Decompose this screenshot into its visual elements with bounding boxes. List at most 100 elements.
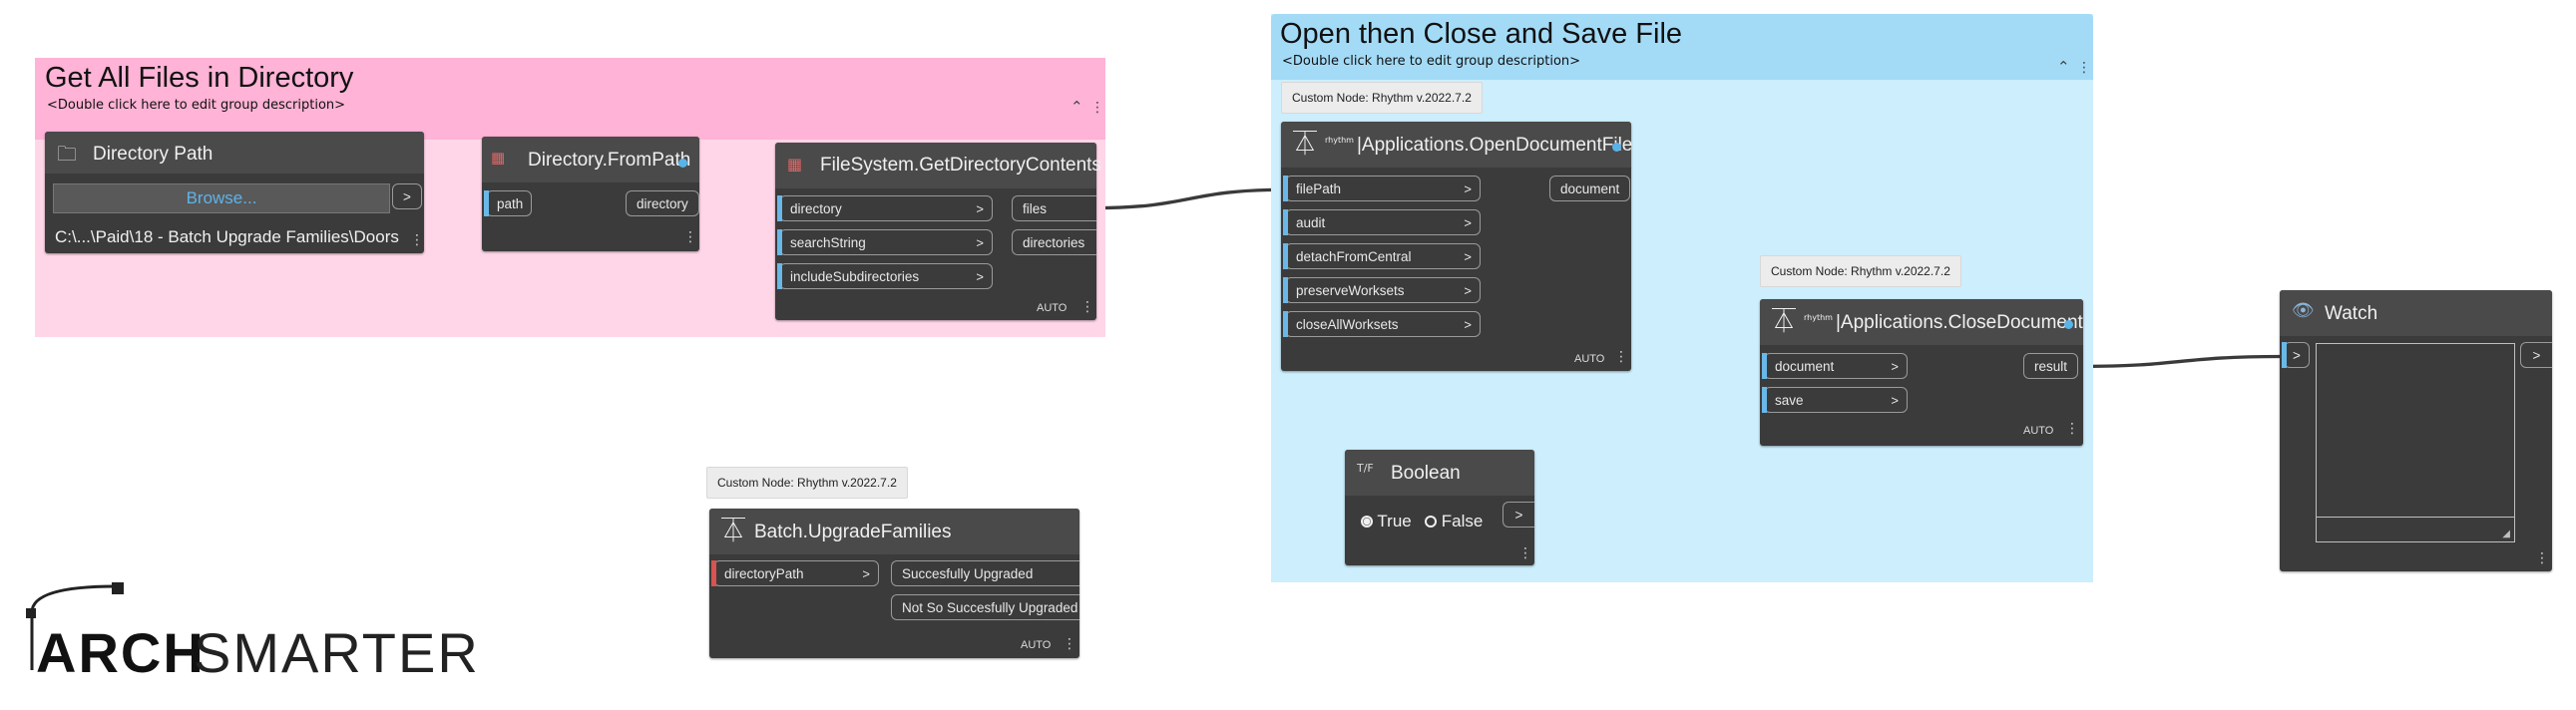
input-port-filepath[interactable]: filePath >: [1283, 176, 1481, 201]
output-port[interactable]: >: [392, 183, 422, 209]
output-port[interactable]: >: [1503, 502, 1534, 528]
eye-icon: 👁: [2292, 300, 2315, 321]
node-menu-icon[interactable]: ⋮: [2535, 550, 2549, 566]
port-label: searchString: [790, 235, 866, 250]
folder-icon: 🗀: [57, 142, 77, 166]
output-port-directory[interactable]: directory: [626, 190, 699, 216]
input-port-includesubdirectories[interactable]: includeSubdirectories >: [777, 263, 993, 289]
output-port-not-so-succesfully-upgraded[interactable]: Not So Succesfully Upgraded: [891, 594, 1079, 620]
node-batch-upgrade-families[interactable]: ⏄ Batch.UpgradeFamilies directoryPath> S…: [709, 509, 1079, 658]
group-title[interactable]: Open then Close and Save File: [1280, 18, 1683, 50]
node-title: Batch.UpgradeFamilies: [754, 522, 952, 542]
node-title: |Applications.CloseDocument: [1836, 312, 2083, 333]
node-header[interactable]: [1345, 450, 1534, 496]
port-label: save: [1775, 393, 1804, 408]
node-header[interactable]: [482, 137, 699, 182]
archsmarter-logo: ARCH SMARTER: [24, 582, 478, 684]
output-port-succesfully-upgraded[interactable]: Succesfully Upgraded: [891, 560, 1079, 586]
chevron-right-icon: >: [1464, 181, 1472, 196]
node-boolean[interactable]: T/F Boolean True False > ⋮: [1345, 450, 1534, 565]
node-header[interactable]: [709, 509, 1079, 554]
node-menu-icon[interactable]: ⋮: [1518, 545, 1532, 561]
chevron-right-icon: >: [862, 566, 870, 581]
node-menu-icon[interactable]: ⋮: [410, 232, 424, 248]
port-label: directory: [637, 196, 688, 211]
node-title: |Applications.OpenDocumentFile: [1357, 135, 1633, 156]
input-port-audit[interactable]: audit>: [1283, 209, 1481, 235]
run-mode-label: AUTO: [1021, 639, 1052, 651]
false-label: False: [1441, 512, 1484, 531]
input-port-closeallworksets[interactable]: closeAllWorksets>: [1283, 311, 1481, 337]
port-label: document: [1775, 359, 1835, 374]
node-header[interactable]: [1760, 299, 2083, 345]
output-port[interactable]: >: [2520, 342, 2552, 368]
input-port[interactable]: >: [2282, 342, 2310, 368]
watch-display-area[interactable]: ◢: [2316, 343, 2515, 542]
node-menu-icon[interactable]: ⋮: [2065, 421, 2079, 437]
node-close-document[interactable]: ⏄ rhythm |Applications.CloseDocument doc…: [1760, 299, 2083, 446]
port-label: filePath: [1296, 181, 1342, 196]
status-dot: [2064, 320, 2073, 329]
node-menu-icon[interactable]: ⋮: [683, 229, 697, 245]
chevron-right-icon: >: [976, 269, 984, 284]
input-port-detachfromcentral[interactable]: detachFromCentral>: [1283, 243, 1481, 269]
status-dot: [1612, 143, 1621, 152]
port-label: result: [2034, 359, 2068, 374]
node-directory-path[interactable]: 🗀 Directory Path Browse... > C:\...\Paid…: [45, 132, 424, 253]
node-get-directory-contents[interactable]: ▦ FileSystem.GetDirectoryContents direct…: [775, 143, 1101, 320]
port-label: Not So Succesfully Upgraded: [902, 600, 1078, 615]
node-watch[interactable]: 👁 Watch > > ◢ ⋮: [2280, 290, 2552, 571]
node-menu-icon[interactable]: ⋮: [1614, 349, 1628, 365]
output-port-directories[interactable]: directories: [1012, 229, 1096, 255]
wire-files-to-filepath: [1095, 187, 1283, 210]
chevron-right-icon: >: [1464, 249, 1472, 264]
port-label: files: [1023, 201, 1048, 216]
chevron-right-icon: >: [1464, 283, 1472, 298]
group-title[interactable]: Get All Files in Directory: [45, 62, 354, 94]
wire-result-to-watch: [2083, 354, 2283, 369]
resize-grip-icon[interactable]: ◢: [2502, 529, 2510, 539]
input-port-directory[interactable]: directory>: [777, 195, 993, 221]
node-menu-icon[interactable]: ⋮: [1063, 636, 1076, 652]
collapse-icon[interactable]: ⌃: [2057, 58, 2070, 76]
group-description[interactable]: <Double click here to edit group descrip…: [1282, 54, 1581, 69]
group-description[interactable]: <Double click here to edit group descrip…: [47, 98, 346, 113]
node-header[interactable]: [45, 132, 424, 174]
radio-false[interactable]: False: [1425, 512, 1483, 532]
radio-true[interactable]: True: [1361, 512, 1412, 532]
input-port-document[interactable]: document >: [1762, 353, 1908, 379]
group-menu-icon[interactable]: ⋮: [1090, 100, 1104, 116]
chevron-right-icon: >: [1891, 393, 1899, 408]
node-title: Boolean: [1391, 463, 1461, 484]
input-port-searchstring[interactable]: searchString>: [777, 229, 993, 255]
node-title: Directory.FromPath: [528, 150, 691, 171]
group-header[interactable]: [1271, 14, 2093, 80]
port-label: directory: [790, 201, 842, 216]
port-label: directoryPath: [724, 566, 804, 581]
true-label: True: [1377, 512, 1412, 531]
node-menu-icon[interactable]: ⋮: [1080, 299, 1094, 315]
input-port-save[interactable]: save >: [1762, 387, 1908, 413]
run-mode-label: AUTO: [1037, 302, 1068, 314]
browse-button[interactable]: Browse...: [53, 183, 390, 213]
node-open-document-file[interactable]: ⏄ rhythm |Applications.OpenDocumentFile …: [1281, 122, 1633, 371]
node-header[interactable]: [2280, 290, 2552, 336]
directory-path-value: C:\...\Paid\18 - Batch Upgrade Families\…: [55, 227, 399, 246]
output-port-document[interactable]: document: [1549, 176, 1631, 201]
input-port-path[interactable]: path: [484, 190, 532, 216]
chevron-right-icon: >: [1464, 317, 1472, 332]
output-port-files[interactable]: files: [1012, 195, 1096, 221]
group-menu-icon[interactable]: ⋮: [2077, 60, 2091, 76]
input-port-directorypath[interactable]: directoryPath >: [711, 560, 879, 586]
output-port-result[interactable]: result: [2023, 353, 2079, 379]
radio-unselected-icon: [1425, 516, 1437, 528]
port-label: includeSubdirectories: [790, 269, 920, 284]
collapse-icon[interactable]: ⌃: [1071, 98, 1083, 116]
node-header[interactable]: [775, 143, 1096, 188]
node-directory-frompath[interactable]: ▦ Directory.FromPath path directory ⋮: [482, 137, 699, 251]
group-header[interactable]: [35, 58, 1105, 140]
chevron-right-icon: >: [1891, 359, 1899, 374]
input-port-preserveworksets[interactable]: preserveWorksets>: [1283, 277, 1481, 303]
node-title: Directory Path: [93, 144, 214, 165]
node-header[interactable]: [1281, 122, 1631, 168]
